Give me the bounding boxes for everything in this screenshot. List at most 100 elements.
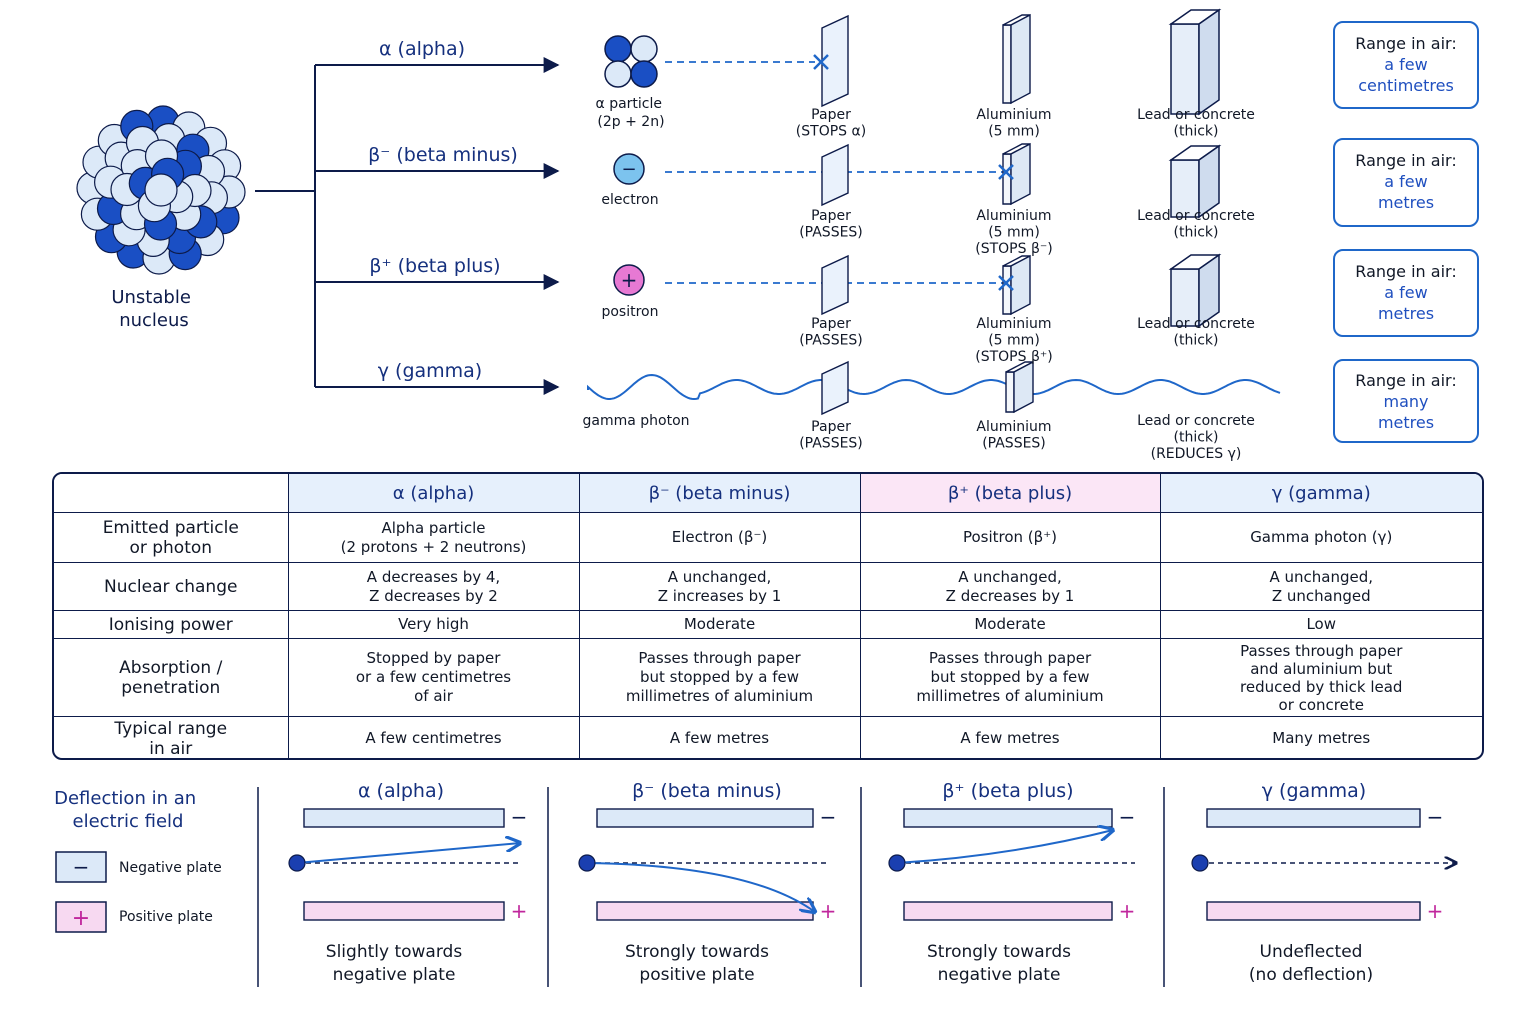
- absorbers: [821, 8, 1222, 416]
- negative-symbol: −: [1119, 805, 1136, 829]
- table-header-beta-plus: β⁺ (beta plus): [859, 474, 1161, 513]
- table-row: Typical range in air A few centimetres A…: [54, 716, 1482, 758]
- deflection-caption: Undeflected(no deflection): [1249, 942, 1373, 985]
- table-header-alpha: α (alpha): [287, 474, 580, 513]
- negative-symbol: −: [1427, 805, 1444, 829]
- electron-label: electron: [601, 192, 658, 208]
- stop-cross-icon: [813, 54, 829, 70]
- positron-icon: +: [613, 264, 645, 296]
- paper-label: Paper(PASSES): [799, 208, 863, 241]
- positive-symbol: +: [1427, 899, 1444, 923]
- negative-plate: [1206, 808, 1421, 828]
- stop-marks: [813, 54, 1014, 291]
- panel-dividers: [257, 787, 1165, 987]
- table-cell: Passes through paper but stopped by a fe…: [578, 638, 861, 717]
- paper-label: Paper(STOPS α): [796, 107, 866, 140]
- range-value: a few centimetres: [1358, 55, 1454, 95]
- deflection-title: Deflection in an electric field: [54, 788, 202, 832]
- decay-branches: [255, 57, 560, 395]
- paper-sheet-icon: [821, 143, 849, 207]
- positron-label: positron: [601, 304, 658, 320]
- table-cell: A unchanged, Z increases by 1: [578, 562, 861, 611]
- decay-label-alpha: α (alpha): [379, 38, 465, 60]
- range-value: a few metres: [1377, 172, 1435, 212]
- row-header: Absorption / penetration: [54, 638, 289, 717]
- svg-text:−: −: [73, 855, 90, 879]
- negative-symbol: −: [820, 805, 837, 829]
- alpha-particle-icon: [604, 35, 658, 88]
- table-cell: A decreases by 4, Z decreases by 2: [287, 562, 580, 611]
- negative-plate: [903, 808, 1113, 828]
- lead-label: Lead or concrete(thick): [1137, 316, 1255, 349]
- stop-cross-icon: [998, 164, 1014, 180]
- table-cell: A few centimetres: [287, 716, 580, 758]
- positive-plate: [596, 901, 814, 921]
- row-header: Nuclear change: [54, 562, 289, 611]
- negative-plate: [303, 808, 505, 828]
- aluminium-sheet-icon: [1002, 13, 1031, 105]
- range-label: Range in air:: [1355, 262, 1457, 281]
- decay-label-beta-minus: β⁻ (beta minus): [368, 144, 518, 166]
- aluminium-sheet-icon: [1002, 254, 1031, 316]
- positive-symbol: +: [820, 899, 837, 923]
- properties-table: α (alpha) β⁻ (beta minus) β⁺ (beta plus)…: [52, 472, 1484, 760]
- range-box-beta-plus: Range in air: a few metres: [1333, 249, 1479, 337]
- stop-cross-icon: [998, 275, 1014, 291]
- table-cell: A few metres: [578, 716, 861, 758]
- table-cell: Passes through paper but stopped by a fe…: [859, 638, 1161, 717]
- table-cell: Positron (β⁺): [859, 512, 1161, 563]
- range-label: Range in air:: [1355, 34, 1457, 53]
- table-cell: Many metres: [1159, 716, 1482, 758]
- alpha-particle-label: α particle (2p + 2n): [596, 96, 667, 130]
- table-cell: Gamma photon (γ): [1159, 512, 1482, 563]
- range-box-gamma: Range in air: many metres: [1333, 359, 1479, 443]
- svg-text:+: +: [621, 268, 638, 292]
- aluminium-label: Aluminium(PASSES): [976, 419, 1051, 452]
- table-cell: Low: [1159, 610, 1482, 639]
- positive-symbol: +: [511, 899, 528, 923]
- lead-block-icon: [1168, 144, 1222, 219]
- aluminium-sheet-icon: [1005, 360, 1034, 414]
- deflection-panel-label: α (alpha): [358, 780, 444, 802]
- deflection-panel: γ (gamma) − + Undeflected(no deflection): [1191, 780, 1456, 985]
- row-header: Typical range in air: [54, 716, 289, 758]
- unstable-nucleus-icon: [76, 105, 246, 275]
- deflection-panel-label: γ (gamma): [1262, 780, 1366, 802]
- decay-label-gamma: γ (gamma): [378, 360, 482, 382]
- range-box-alpha: Range in air: a few centimetres: [1333, 21, 1479, 109]
- range-label: Range in air:: [1355, 371, 1457, 390]
- electron-icon: −: [613, 153, 645, 185]
- positive-symbol: +: [1119, 899, 1136, 923]
- range-value: a few metres: [1377, 283, 1435, 323]
- decay-label-beta-plus: β⁺ (beta plus): [369, 255, 500, 277]
- lead-label: Lead or concrete(thick)(REDUCES γ): [1137, 413, 1255, 462]
- table-cell: Passes through paper and aluminium but r…: [1159, 638, 1482, 717]
- nucleon: [144, 173, 178, 207]
- table-row: Ionising power Very high Moderate Modera…: [54, 610, 1482, 639]
- paper-sheet-icon: [821, 14, 849, 108]
- positive-plate: [1206, 901, 1421, 921]
- table-cell: Alpha particle (2 protons + 2 neutrons): [287, 512, 580, 563]
- table-cell: A few metres: [859, 716, 1161, 758]
- aluminium-label: Aluminium(5 mm)(STOPS β⁻): [975, 208, 1053, 257]
- deflection-panel-label: β⁺ (beta plus): [942, 780, 1073, 802]
- svg-text:−: −: [621, 159, 636, 180]
- aluminium-label: Aluminium(5 mm)(STOPS β⁺): [975, 316, 1053, 365]
- lead-block-icon: [1168, 8, 1222, 116]
- svg-text:+: +: [72, 906, 90, 931]
- nucleus-label-line1: Unstable: [111, 287, 191, 308]
- lead-label: Lead or concrete(thick): [1137, 107, 1255, 140]
- range-value: many metres: [1377, 392, 1435, 432]
- deflection-panel-label: β⁻ (beta minus): [632, 780, 782, 802]
- particle-source-icon: [1191, 854, 1209, 872]
- paper-label: Paper(PASSES): [799, 419, 863, 452]
- gamma-wave-icon: [587, 373, 1281, 401]
- lead-block-icon: [1168, 253, 1222, 328]
- lead-label: Lead or concrete(thick): [1137, 208, 1255, 241]
